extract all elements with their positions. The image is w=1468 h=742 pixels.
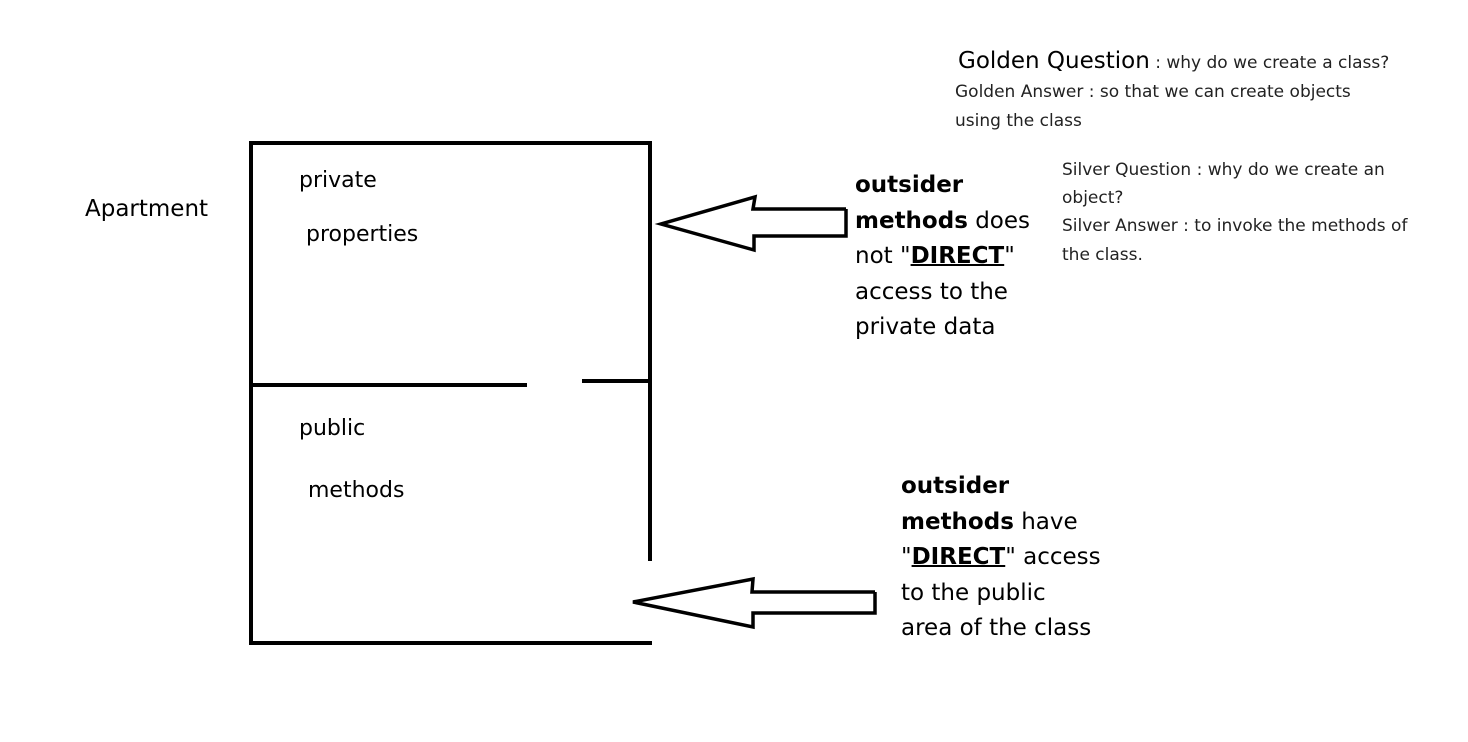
note-public-line4: to the public	[901, 579, 1046, 606]
public-label: public	[299, 416, 366, 441]
note-public-line3-pre: "	[901, 544, 912, 570]
properties-label: properties	[306, 222, 419, 247]
golden-answer-line2: using the class	[955, 111, 1082, 131]
note-private-line3-post: "	[1004, 243, 1015, 269]
note-public-line3-post: " access	[1005, 544, 1101, 570]
private-label: private	[299, 168, 377, 193]
golden-answer-line1: Golden Answer : so that we can create ob…	[955, 82, 1351, 102]
note-private-direct-emphasis: DIRECT	[910, 243, 1005, 269]
arrow-to-private	[654, 194, 848, 253]
note-public-line1: outsider	[901, 473, 1010, 499]
silver-question-line1: Silver Question : why do we create an	[1062, 160, 1385, 180]
note-public-direct-emphasis: DIRECT	[911, 544, 1006, 570]
note-public-line2-bold: methods	[901, 508, 1014, 535]
note-private-line3-pre: not "	[855, 243, 911, 269]
silver-question-line2: object?	[1062, 188, 1124, 208]
note-public-line5: area of the class	[901, 615, 1092, 641]
note-private-line1: outsider	[855, 172, 964, 198]
apartment-label: Apartment	[85, 196, 209, 222]
note-private-line2-rest: does	[967, 207, 1031, 234]
methods-label: methods	[308, 478, 405, 503]
golden-question: Golden Question : why do we create a cla…	[958, 48, 1389, 74]
arrow-to-public	[632, 576, 877, 630]
note-private-line4: access to the	[855, 278, 1008, 305]
golden-question-label: Golden Question	[958, 48, 1150, 74]
note-private-line2-bold: methods	[855, 207, 968, 234]
silver-answer-line2: the class.	[1062, 245, 1143, 265]
note-private-line5: private data	[855, 314, 996, 340]
golden-question-text: : why do we create a class?	[1149, 53, 1390, 73]
note-private-access: outsider methods does not "DIRECT" acces…	[855, 168, 1030, 346]
note-public-line2-rest: have	[1013, 508, 1078, 535]
silver-answer-line1: Silver Answer : to invoke the methods of	[1062, 216, 1408, 236]
note-public-access: outsider methods have "DIRECT" access to…	[901, 469, 1101, 647]
